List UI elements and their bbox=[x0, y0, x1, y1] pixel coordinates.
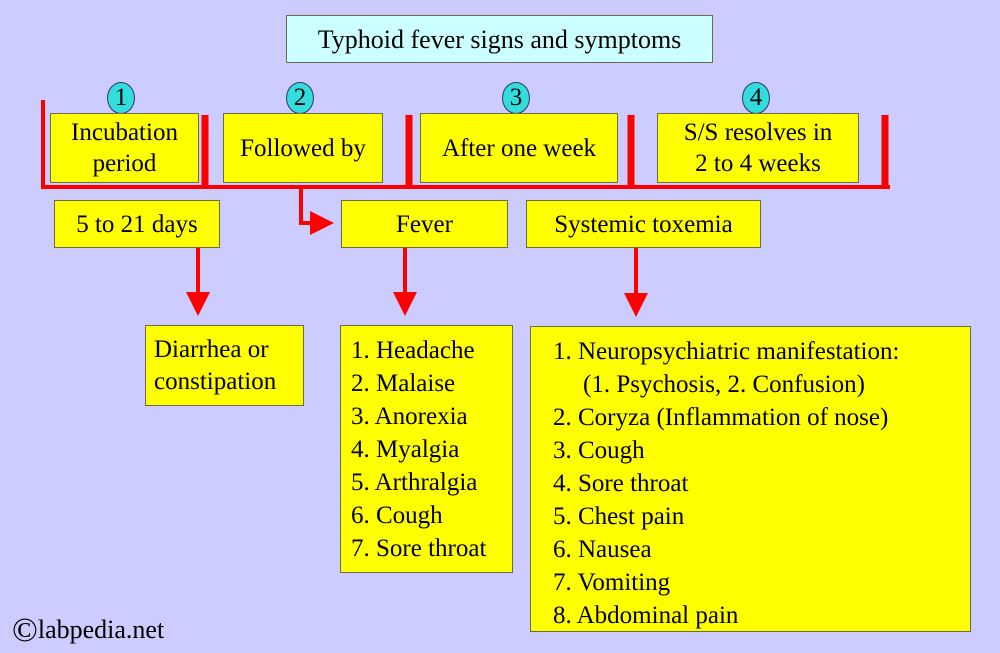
incubation-symptoms: Diarrhea or constipation bbox=[145, 325, 304, 406]
list-item: 6. Cough bbox=[351, 502, 443, 529]
list-item: 2. Malaise bbox=[351, 370, 456, 397]
list-item: 7. Sore throat bbox=[351, 535, 487, 562]
stage-after-one-week: After one week bbox=[420, 113, 618, 183]
stage-followed-by: Followed by bbox=[223, 113, 383, 183]
stage-resolves: S/S resolves in 2 to 4 weeks bbox=[657, 113, 859, 183]
label: Incubation bbox=[71, 119, 178, 146]
list-item: 5. Arthralgia bbox=[351, 469, 478, 496]
list-item: 4. Sore throat bbox=[553, 470, 689, 497]
stage-incubation: Incubation period bbox=[50, 113, 199, 183]
list-item: 1. Neuropsychiatric manifestation: bbox=[553, 338, 900, 365]
diagram-title: Typhoid fever signs and symptoms bbox=[286, 15, 713, 63]
stage-number: 1 bbox=[107, 82, 135, 114]
list-item: 4. Myalgia bbox=[351, 436, 460, 463]
list-item: 2. Coryza (Inflammation of nose) bbox=[553, 404, 889, 431]
fever-symptoms: 1. Headache 2. Malaise 3. Anorexia 4. My… bbox=[340, 325, 513, 573]
toxemia-symptoms: 1. Neuropsychiatric manifestation: (1. P… bbox=[530, 326, 971, 632]
label: period bbox=[92, 150, 157, 177]
list-item: 6. Nausea bbox=[553, 536, 652, 563]
list-item: 5. Chest pain bbox=[553, 503, 685, 530]
list-item: 3. Cough bbox=[553, 437, 645, 464]
list-item: constipation bbox=[154, 368, 277, 395]
list-item: 1. Headache bbox=[351, 337, 475, 364]
list-item: 3. Anorexia bbox=[351, 403, 468, 430]
incubation-duration: 5 to 21 days bbox=[54, 200, 220, 248]
list-item: Diarrhea or bbox=[154, 336, 269, 363]
stage-number: 2 bbox=[286, 82, 314, 114]
list-item: (1. Psychosis, 2. Confusion) bbox=[583, 371, 865, 398]
watermark-text: labpedia.net bbox=[37, 615, 165, 644]
stage-number: 4 bbox=[742, 82, 770, 114]
watermark: ©labpedia.net bbox=[12, 612, 164, 650]
copyright-icon: © bbox=[12, 612, 38, 649]
arrow-to-fever bbox=[299, 187, 334, 235]
systemic-toxemia-box: Systemic toxemia bbox=[526, 200, 761, 248]
label: S/S resolves in bbox=[683, 119, 833, 146]
list-item: 7. Vomiting bbox=[553, 569, 671, 596]
label: 2 to 4 weeks bbox=[695, 150, 821, 177]
fever-box: Fever bbox=[341, 200, 508, 248]
stage-number: 3 bbox=[502, 82, 530, 114]
timeline-line bbox=[41, 100, 890, 189]
list-item: 8. Abdominal pain bbox=[553, 602, 739, 629]
